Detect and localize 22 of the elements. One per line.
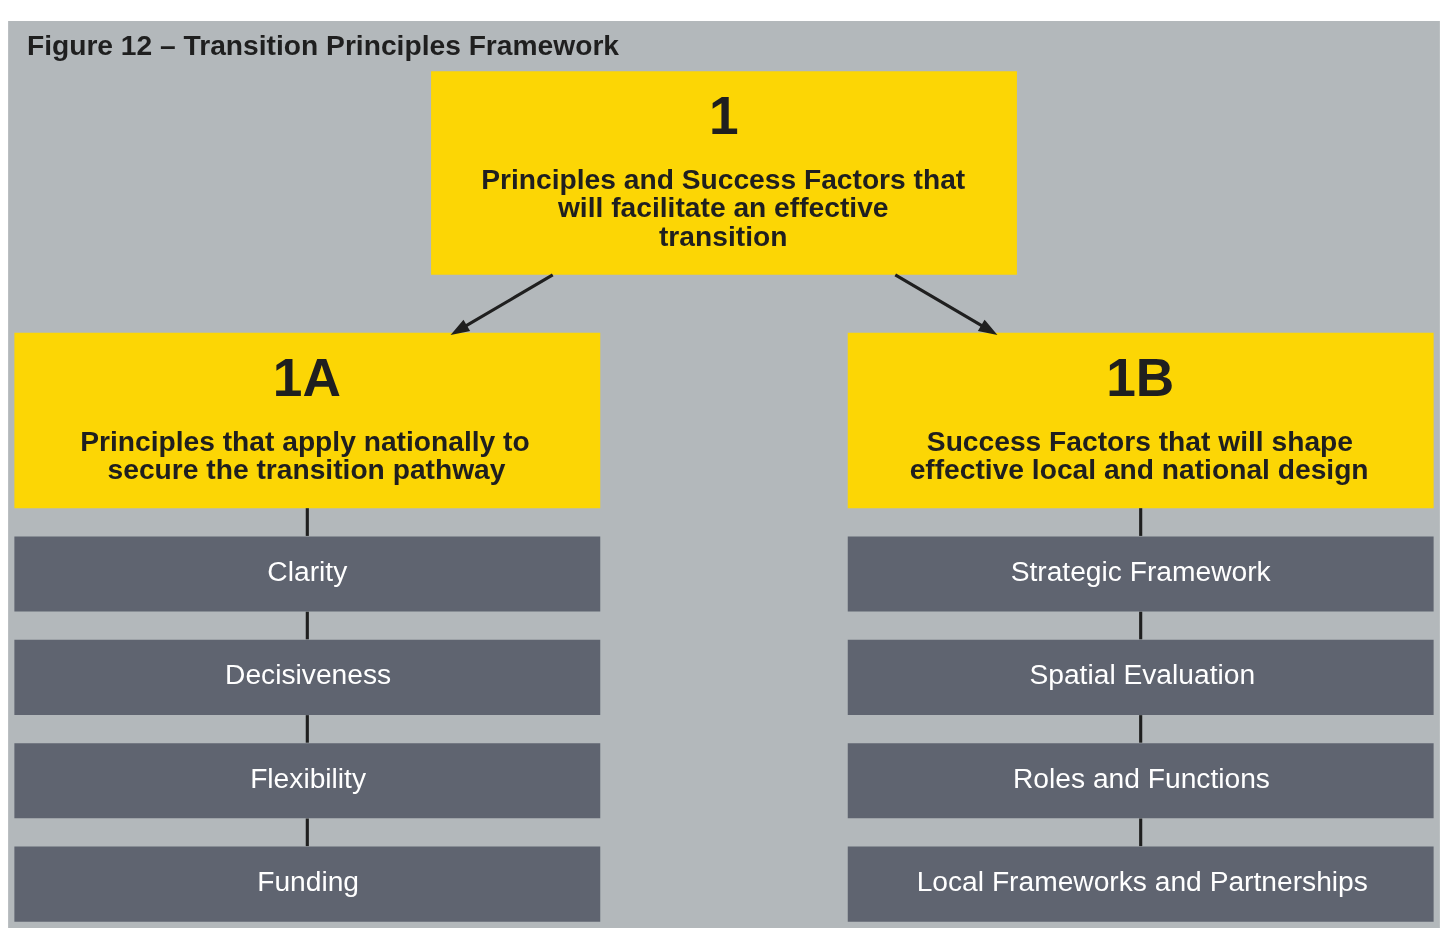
arrow — [894, 273, 998, 335]
connector — [305, 508, 309, 536]
node-box: Funding — [14, 846, 601, 922]
connector — [1139, 818, 1143, 847]
node-box: Decisiveness — [14, 639, 601, 715]
node-box: 1A Principles that apply nationally to secure the transition pathway — [14, 332, 601, 509]
diagram-title: Figure 12 – Transition Principles Framework — [26, 28, 620, 61]
node-box: 1 Principles and Success Factors that will facilitate an effective transition — [431, 71, 1017, 275]
connector — [1139, 611, 1143, 640]
node-box: Roles and Functions — [847, 743, 1434, 819]
node-box: Local Frameworks and Partnerships — [847, 846, 1434, 922]
node-box: Spatial Evaluation — [847, 639, 1434, 715]
node-box: Strategic Framework — [847, 536, 1434, 612]
connector — [1139, 508, 1143, 536]
connector — [1139, 715, 1143, 743]
node-box: Clarity — [14, 536, 601, 612]
node-box: Flexibility — [14, 743, 601, 819]
connector — [305, 715, 309, 743]
connector — [305, 818, 309, 847]
node-box: 1B Success Factors that will shape effective local and national design — [847, 332, 1434, 509]
arrow — [450, 273, 554, 335]
connector — [305, 611, 309, 640]
